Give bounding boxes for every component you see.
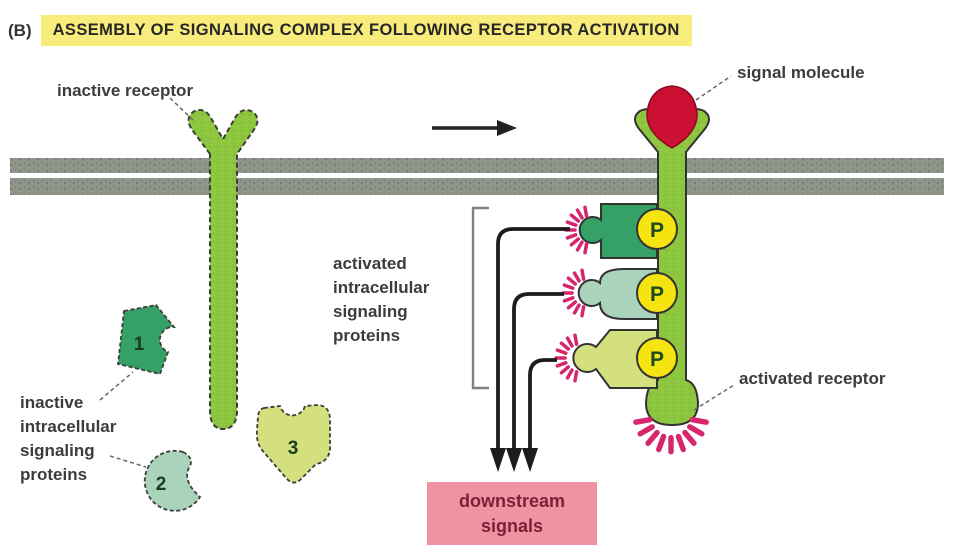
signal-molecule-shape (646, 85, 698, 149)
phosphate-3-label: P (650, 348, 664, 371)
panel-label: (B) (8, 20, 32, 40)
bound-protein-3-shape (572, 329, 658, 389)
panel-header: (B) ASSEMBLY OF SIGNALING COMPLEX FOLLOW… (8, 15, 692, 46)
pointer-activated-receptor (693, 384, 735, 411)
pointer-lines (99, 75, 735, 468)
inactive-protein-3-shape (255, 404, 331, 484)
membrane-inner-leaflet (10, 178, 944, 195)
inactive-receptor-shape (187, 109, 259, 431)
activated-proteins-line-1: activated (333, 254, 407, 273)
activated-proteins-line-2: intracellular (333, 278, 430, 297)
phosphate-3: P (636, 337, 678, 379)
activated-proteins-label: activated intracellular signaling protei… (333, 252, 429, 348)
pointer-signal-molecule (695, 75, 732, 101)
inactive-proteins-label: inactive intracellular signaling protein… (20, 391, 116, 487)
phosphate-1: P (636, 208, 678, 250)
arrowhead-1-icon (490, 448, 506, 472)
activated-proteins-line-3: signaling (333, 302, 408, 321)
inactive-protein-2-shape (143, 449, 202, 512)
protein-3-number: 3 (288, 438, 299, 459)
arrowhead-2-icon (506, 448, 522, 472)
inactive-receptor-label: inactive receptor (57, 81, 194, 100)
pointer-inactive-proteins-1 (99, 371, 134, 401)
membrane-outer-leaflet (10, 158, 944, 173)
phosphate-2-label: P (650, 283, 664, 306)
protein-1-number: 1 (134, 334, 145, 355)
pointer-inactive-proteins-2 (109, 455, 147, 468)
pointer-inactive-receptor (169, 97, 195, 122)
group-bracket (471, 206, 489, 390)
activated-receptor-shape (634, 108, 710, 427)
inactive-proteins-line-3: signaling (20, 441, 95, 460)
inactive-proteins-line-4: proteins (20, 465, 88, 484)
downstream-line-2: signals (480, 515, 544, 536)
downstream-arrow-1 (496, 227, 570, 450)
bound-protein-2-shape (577, 268, 658, 320)
inactive-proteins-line-2: intracellular (20, 417, 117, 436)
activated-proteins-line-4: proteins (333, 326, 401, 345)
downstream-signals-box: downstream signals (427, 482, 597, 545)
phosphate-2: P (636, 272, 678, 314)
protein-2-number: 2 (156, 474, 167, 495)
downstream-arrow-2 (512, 292, 564, 450)
arrowhead-3-icon (522, 448, 538, 472)
phosphate-1-label: P (650, 219, 664, 242)
downstream-arrow-3 (528, 358, 557, 450)
inactive-proteins-line-1: inactive (20, 393, 84, 412)
downstream-arrows (490, 227, 570, 472)
activated-receptor-label: activated receptor (739, 369, 886, 388)
signal-molecule-label: signal molecule (737, 63, 865, 82)
inactive-protein-1-shape (117, 304, 177, 376)
transition-arrow-icon (432, 120, 517, 136)
downstream-line-1: downstream (458, 490, 566, 511)
bound-protein-1-shape (578, 203, 658, 259)
figure-title: ASSEMBLY OF SIGNALING COMPLEX FOLLOWING … (40, 15, 692, 46)
